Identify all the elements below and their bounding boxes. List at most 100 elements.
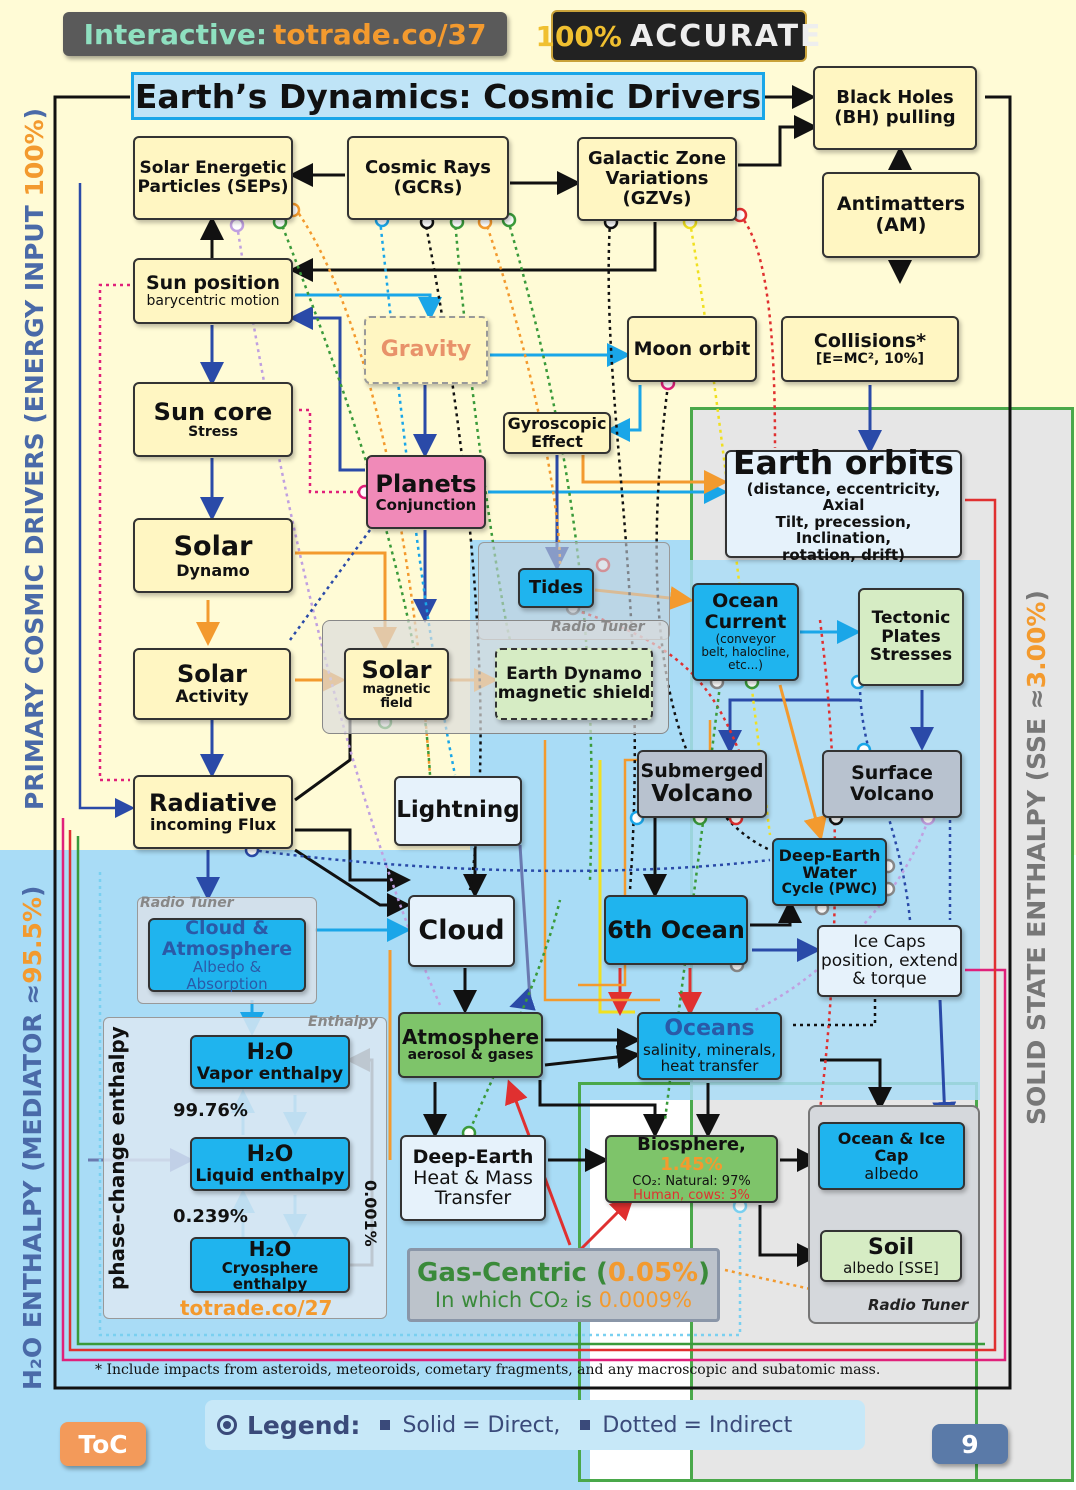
gzvs-line2: Variations bbox=[605, 168, 709, 190]
gyroscopic-line1: Gyroscopic bbox=[507, 414, 607, 434]
submerged-volcano-line2: Volcano bbox=[651, 780, 753, 807]
legend-solid-eq: = Direct, bbox=[462, 1412, 561, 1438]
vapor-cryo-percent-text: 0.001% bbox=[361, 1180, 380, 1247]
ocean-current-line4: belt, halocline, bbox=[701, 645, 790, 660]
earth-orbits-line4: rotation, drift) bbox=[781, 545, 906, 564]
oceans-line1: Oceans bbox=[664, 1016, 755, 1042]
interactive-link-banner[interactable]: Interactive: totrade.co/37 bbox=[63, 12, 507, 56]
sun-position-line1: Sun position bbox=[145, 271, 280, 294]
gas-centric-pct: 0.05% bbox=[607, 1258, 699, 1288]
earth-orbits-node[interactable]: Earth orbits (distance, eccentricity, Ax… bbox=[725, 444, 962, 563]
planets-node[interactable]: Planets Conjunction bbox=[366, 455, 486, 529]
cloud-node[interactable]: Cloud bbox=[408, 895, 515, 967]
sun-position-node[interactable]: Sun position barycentric motion bbox=[133, 258, 293, 324]
h2o-cryosphere-node[interactable]: H₂O Cryosphere enthalpy bbox=[190, 1237, 350, 1293]
ice-caps-line1: Ice Caps bbox=[853, 931, 926, 952]
lightning-line1: Lightning bbox=[396, 797, 520, 824]
primary-drivers-label-text: PRIMARY COSMIC DRIVERS (ENERGY INPUT bbox=[20, 196, 49, 810]
radiative-line1: Radiative bbox=[149, 789, 277, 817]
gzvs-node[interactable]: Galactic Zone Variations (GZVs) bbox=[577, 137, 737, 221]
sun-core-node[interactable]: Sun core Stress bbox=[133, 382, 293, 457]
interactive-url[interactable]: totrade.co/37 bbox=[273, 17, 487, 51]
atmosphere-line1: Atmosphere bbox=[401, 1025, 540, 1050]
antimatters-line1: Antimatters bbox=[836, 193, 966, 216]
solar-activity-node[interactable]: Solar Activity bbox=[133, 648, 291, 720]
gas-centric-line1: Gas-Centric (0.05%) bbox=[417, 1258, 710, 1288]
solar-magnetic-field-node[interactable]: Solar magnetic field bbox=[344, 648, 449, 720]
lightning-node[interactable]: Lightning bbox=[394, 776, 522, 846]
biosphere-node[interactable]: Biosphere, 1.45% CO₂: Natural: 97% Human… bbox=[605, 1135, 778, 1203]
ocean-ice-line1: Ocean & Ice Cap bbox=[837, 1128, 946, 1166]
h2o-liquid-node[interactable]: H₂O Liquid enthalpy bbox=[190, 1137, 350, 1191]
tectonic-plates-node[interactable]: Tectonic Plates Stresses bbox=[858, 588, 964, 686]
legend-dotted-eq: = Indirect bbox=[683, 1412, 793, 1438]
biosphere-line2: CO₂: Natural: 97% bbox=[632, 1173, 751, 1189]
moon-orbit-node[interactable]: Moon orbit bbox=[627, 316, 757, 382]
cryosphere-line1: H₂O bbox=[248, 1236, 292, 1261]
badge-text: ACCURATE bbox=[629, 18, 823, 54]
legend-solid: Solid bbox=[402, 1412, 457, 1438]
ice-caps-node[interactable]: Ice Caps position, extend & torque bbox=[817, 925, 962, 997]
collisions-line2: [E=MC², 10%] bbox=[815, 350, 925, 367]
solar-dynamo-node[interactable]: Solar Dynamo bbox=[133, 518, 293, 593]
deep-earth-heat-node[interactable]: Deep-Earth Heat & Mass Transfer bbox=[400, 1135, 546, 1221]
biosphere-line1: Biosphere, 1.45% bbox=[607, 1135, 776, 1175]
page-number-badge: 9 bbox=[932, 1424, 1008, 1464]
gcrs-line2: (GCRs) bbox=[393, 177, 463, 198]
gravity-node[interactable]: Gravity bbox=[364, 316, 488, 384]
primary-drivers-label: PRIMARY COSMIC DRIVERS (ENERGY INPUT 100… bbox=[20, 108, 49, 810]
phase-change-label: phase-change enthalpy bbox=[105, 1026, 129, 1290]
cloud-atm-line3: Albedo & bbox=[192, 958, 262, 977]
gcrs-node[interactable]: Cosmic Rays (GCRs) bbox=[347, 136, 509, 220]
atmosphere-node[interactable]: Atmosphere aerosol & gases bbox=[398, 1012, 543, 1078]
totrade27-link[interactable]: totrade.co/27 bbox=[180, 1296, 333, 1320]
gyroscopic-line2: Effect bbox=[531, 432, 583, 451]
ice-caps-line3: & torque bbox=[852, 969, 927, 990]
h2o-vapor-node[interactable]: H₂O Vapor enthalpy bbox=[190, 1035, 350, 1089]
seps-node[interactable]: Solar Energetic Particles (SEPs) bbox=[133, 136, 293, 220]
tides-node[interactable]: Tides bbox=[518, 568, 594, 608]
black-holes-node[interactable]: Black Holes (BH) pulling bbox=[813, 66, 977, 150]
deep-earth-water-node[interactable]: Deep-Earth Water Cycle (PWC) bbox=[772, 838, 887, 906]
gyroscopic-node[interactable]: Gyroscopic Effect bbox=[503, 412, 611, 454]
ocean-current-line3: (conveyor bbox=[715, 632, 776, 647]
earth-dynamo-node[interactable]: Earth Dynamo magnetic shield bbox=[495, 648, 653, 720]
collisions-node[interactable]: Collisions* [E=MC², 10%] bbox=[781, 316, 959, 382]
solar-field-line3: field bbox=[380, 696, 413, 712]
gas-centric-line2: In which CO₂ is 0.0009% bbox=[435, 1288, 692, 1312]
earth-dynamo-line1: Earth Dynamo bbox=[506, 664, 642, 685]
radio-tuner-label-3: Radio Tuner bbox=[868, 1296, 969, 1314]
badge-percent: 100% bbox=[535, 19, 622, 53]
ocean-current-line2: Current bbox=[704, 611, 787, 634]
toc-button[interactable]: ToC bbox=[60, 1422, 146, 1466]
cloud-line1: Cloud bbox=[418, 915, 505, 947]
sixth-ocean-node[interactable]: 6th Ocean bbox=[604, 895, 748, 965]
antimatters-node[interactable]: Antimatters (AM) bbox=[822, 172, 980, 258]
interactive-label: Interactive: bbox=[83, 17, 268, 51]
gas-centric-l1: Gas-Centric ( bbox=[417, 1258, 608, 1288]
soil-line2: albedo [SSE] bbox=[843, 1258, 939, 1277]
radio-tuner-label-1: Radio Tuner bbox=[551, 619, 645, 635]
submerged-volcano-node[interactable]: Submerged Volcano bbox=[637, 750, 767, 818]
planets-line1: Planets bbox=[375, 469, 477, 498]
legend-square-icon-solid bbox=[380, 1420, 391, 1430]
surface-volcano-node[interactable]: Surface Volcano bbox=[822, 750, 962, 818]
tides-line1: Tides bbox=[528, 577, 584, 599]
radio-tuner-label-2: Radio Tuner bbox=[140, 895, 234, 911]
soil-albedo-node[interactable]: Soil albedo [SSE] bbox=[820, 1230, 962, 1282]
ocean-ice-albedo-node[interactable]: Ocean & Ice Cap albedo bbox=[818, 1122, 965, 1190]
soil-line1: Soil bbox=[867, 1234, 915, 1260]
sun-core-line1: Sun core bbox=[153, 397, 273, 426]
earth-orbits-line1: Earth orbits bbox=[732, 442, 955, 482]
cloud-atm-line2: Atmosphere bbox=[161, 937, 293, 960]
oceans-node[interactable]: Oceans salinity, minerals, heat transfer bbox=[637, 1012, 782, 1080]
legend-title: Legend: bbox=[247, 1410, 361, 1440]
ocean-current-node[interactable]: Ocean Current (conveyor belt, halocline,… bbox=[692, 583, 799, 681]
cloud-atmosphere-albedo-node[interactable]: Cloud & Atmosphere Albedo & Absorption bbox=[148, 917, 306, 992]
radiative-flux-node[interactable]: Radiative incoming Flux bbox=[133, 775, 293, 849]
black-holes-line2: (BH) pulling bbox=[834, 107, 956, 128]
tectonic-line3: Stresses bbox=[869, 645, 953, 666]
liquid-line1: H₂O bbox=[246, 1141, 294, 1167]
h2o-enthalpy-label-text: H₂O ENTHALPY (MEDIATOR ≈ bbox=[18, 983, 47, 1390]
